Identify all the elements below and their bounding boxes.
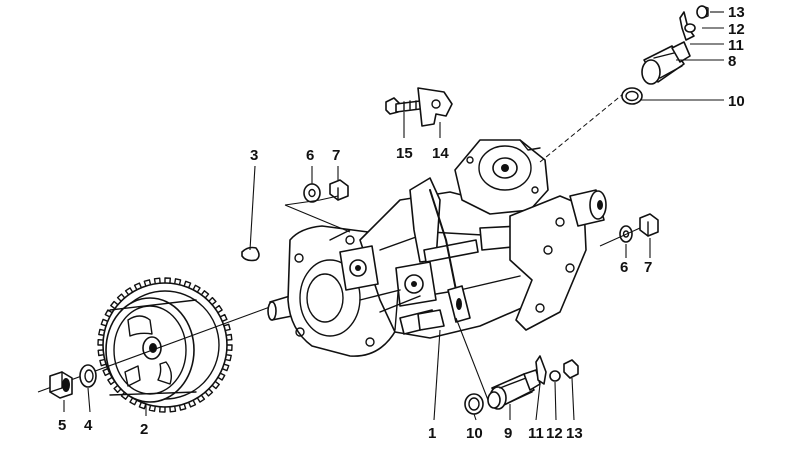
- upper-terminal-clip: [679, 5, 709, 41]
- callout-1: 1: [428, 425, 436, 442]
- callout-11-lower: 11: [528, 425, 544, 442]
- callout-6-right: 6: [620, 259, 628, 276]
- stud-nut-right: [639, 213, 659, 237]
- leader-lines: [63, 11, 724, 421]
- callout-13-upper: 13: [728, 4, 745, 21]
- callout-7-upper: 7: [332, 147, 340, 164]
- callout-6-upper: 6: [306, 147, 314, 164]
- callout-4: 4: [84, 417, 93, 434]
- callout-12-upper: 12: [728, 21, 745, 38]
- lower-terminal-clip: [535, 355, 579, 385]
- lower-stop-solenoid: [487, 369, 541, 410]
- callout-12-lower: 12: [546, 425, 563, 442]
- callout-11-upper: 11: [728, 37, 744, 54]
- callout-13-lower: 13: [566, 425, 583, 442]
- callout-7-right: 7: [644, 259, 652, 276]
- upper-seal-ring: [621, 87, 643, 105]
- callout-10-lower: 10: [466, 425, 483, 442]
- callout-5: 5: [58, 417, 66, 434]
- solenoid-upper-dash-line: [539, 89, 629, 163]
- callout-8: 8: [728, 53, 736, 70]
- callout-15: 15: [396, 145, 413, 162]
- injection-pump-body: [267, 139, 607, 357]
- stud-washer-upper: [303, 183, 321, 203]
- woodruff-key: [241, 246, 260, 262]
- callout-10-upper: 10: [728, 93, 745, 110]
- callout-14: 14: [432, 145, 449, 162]
- upper-stop-solenoid: [641, 41, 691, 85]
- callout-3: 3: [250, 147, 258, 164]
- gear-nut: [49, 371, 73, 399]
- callout-2: 2: [140, 421, 148, 438]
- shaft-axis-line: [37, 303, 279, 393]
- lower-seal-ring: [464, 393, 484, 415]
- stud-nut-upper: [329, 179, 349, 201]
- mounting-plate: [417, 87, 453, 127]
- callout-9: 9: [504, 425, 512, 442]
- callout-labels: 13 12 11 8 10 15 14 3 6 7 6 7 5 4 2 1 10…: [58, 4, 745, 442]
- gear-washer: [79, 364, 97, 388]
